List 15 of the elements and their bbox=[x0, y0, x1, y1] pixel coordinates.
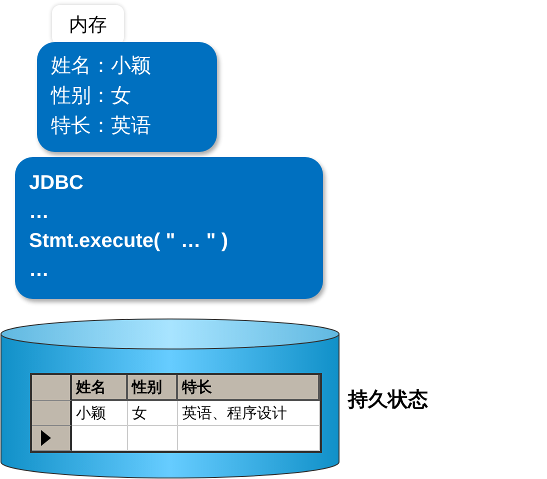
text-line: 特长：英语 bbox=[51, 112, 152, 139]
text-line: 姓名：小颖 bbox=[51, 52, 152, 79]
text-line: 性别：女 bbox=[51, 82, 132, 109]
header-cell: 姓名 bbox=[72, 375, 128, 401]
table-cell: 英语、程序设计 bbox=[178, 401, 320, 426]
text-line: … bbox=[29, 200, 50, 225]
side-label: 持久状态 bbox=[348, 386, 428, 413]
text-line: Stmt.execute( " … " ) bbox=[29, 229, 230, 254]
table-cell: 小颖 bbox=[72, 401, 128, 426]
header-cell: 特长 bbox=[178, 375, 320, 401]
table-cell: 女 bbox=[128, 401, 178, 426]
header-cell: 性别 bbox=[128, 375, 178, 401]
text-line: … bbox=[29, 258, 50, 283]
text-line: JDBC bbox=[29, 171, 84, 196]
tab-label: 内存 bbox=[52, 5, 124, 45]
